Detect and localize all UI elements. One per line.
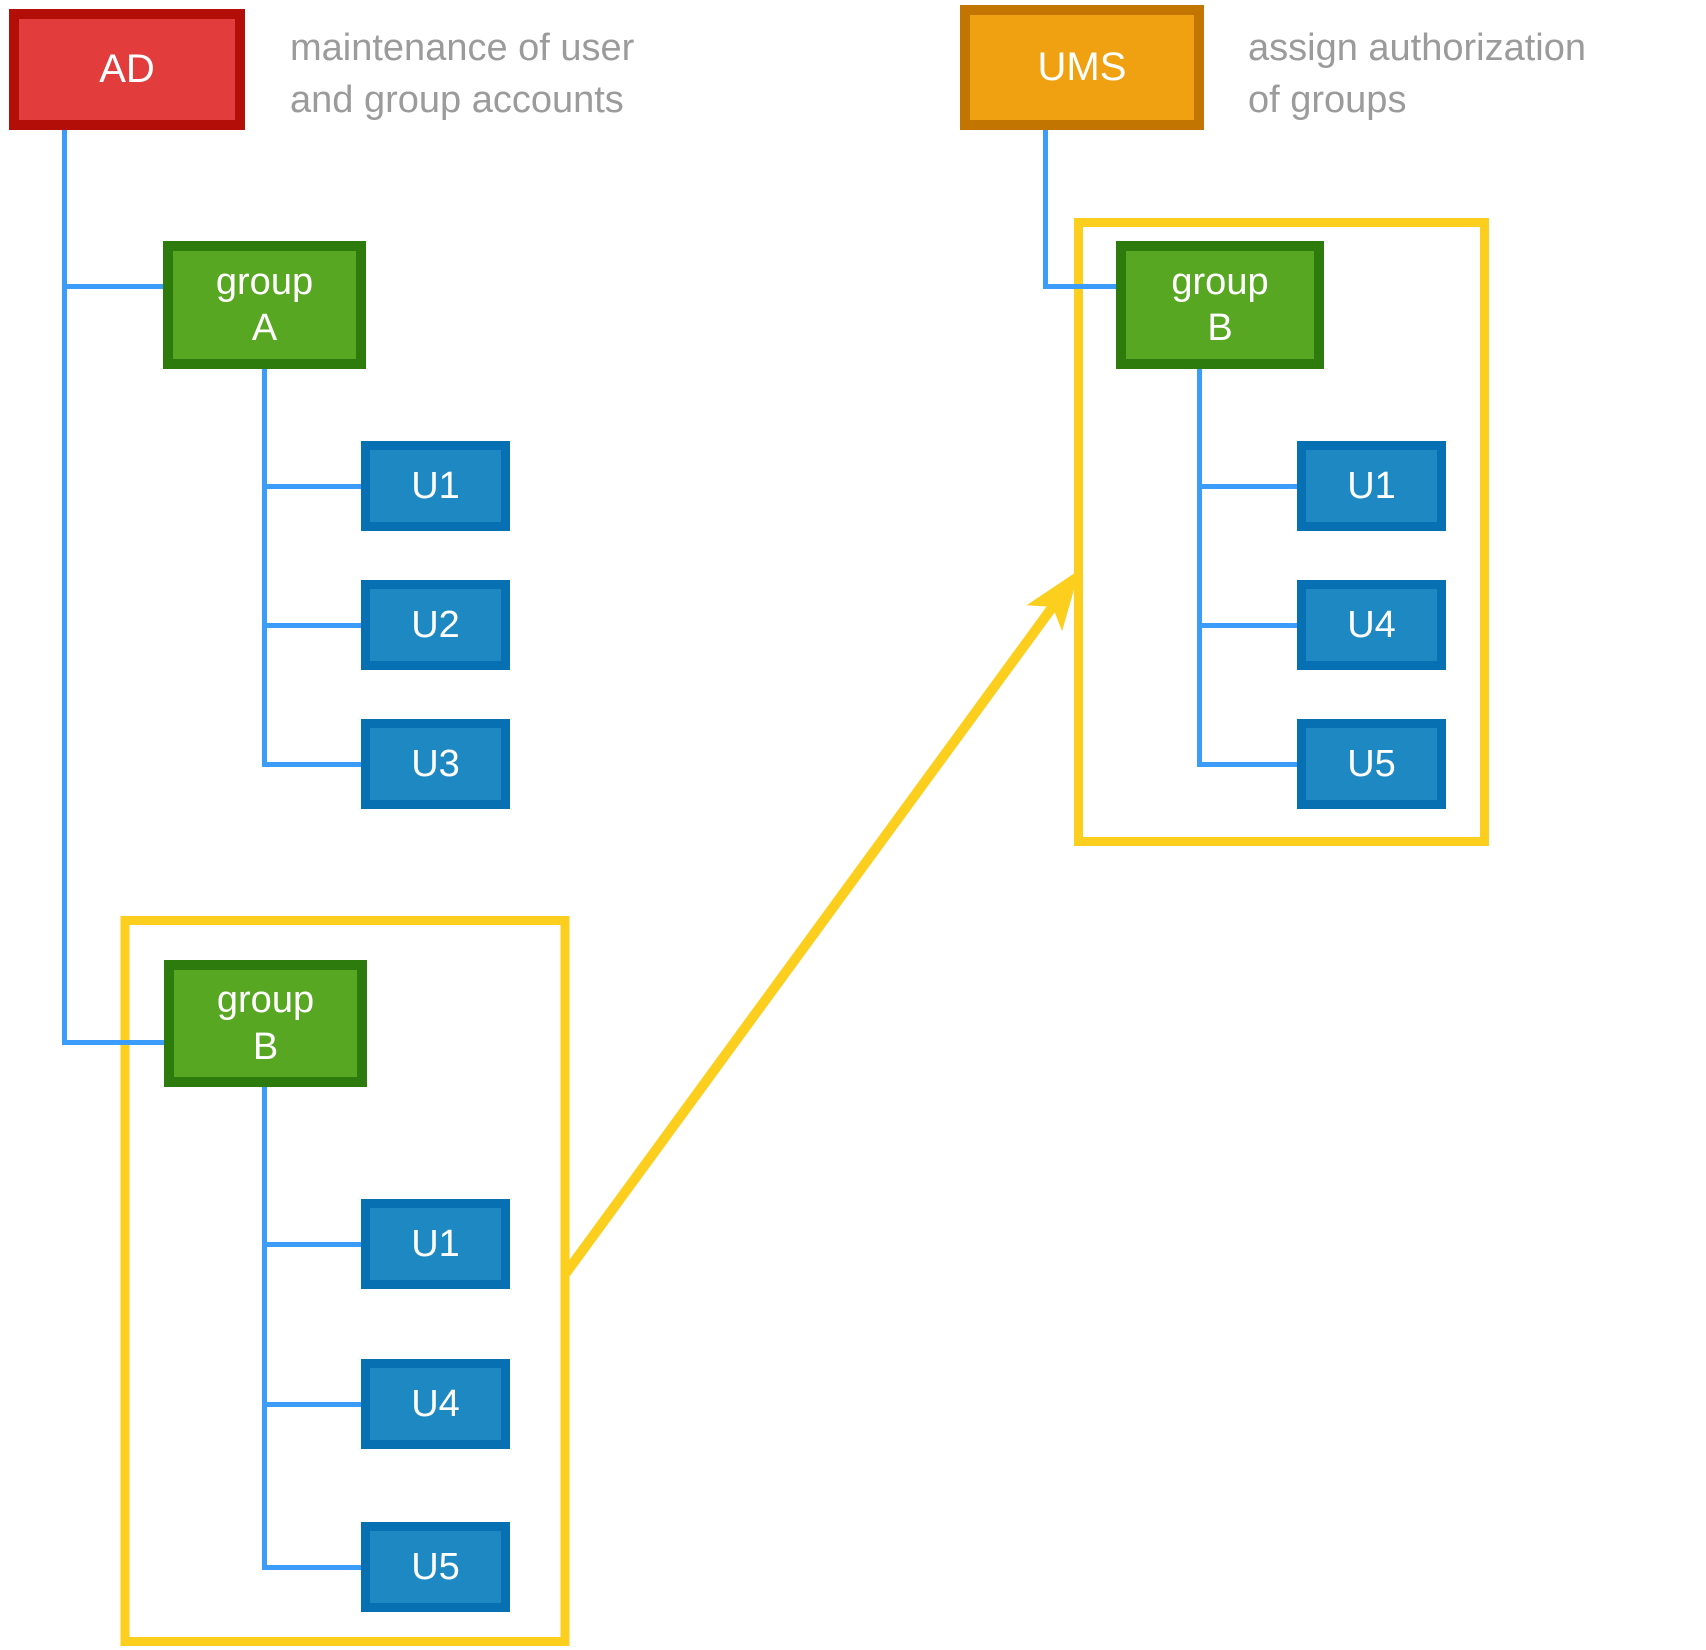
ad-group-b-user-2: U4 [361,1359,510,1449]
user-label: U4 [411,1382,460,1425]
user-label: U5 [411,1545,460,1588]
ums-label: UMS [1037,45,1127,89]
user-label: U4 [1347,603,1396,646]
ums-group-b-box: group B [1116,241,1324,369]
ums-caption-line1: assign authorization [1248,27,1586,69]
ad-caption: maintenance of user and group accounts [290,22,634,127]
ums-caption-line2: of groups [1248,79,1407,122]
ums-group-b-label-line1: group [1171,260,1269,303]
user-label: U1 [411,1222,460,1265]
connector-ad-to-groups [62,130,164,1045]
ums-group-b-frame [1074,218,1489,846]
ad-caption-line2: and group accounts [290,79,624,122]
ad-group-b-user-1: U1 [361,1199,510,1289]
ums-group-b-user-3: U5 [1297,719,1446,809]
connector-ums-group-b-users [1197,369,1298,767]
user-label: U3 [411,742,460,785]
ums-group-b-user-1: U1 [1297,441,1446,531]
user-label: U2 [411,603,460,646]
group-sync-arrow [561,569,1080,1276]
ums-caption: assign authorization of groups [1248,22,1586,127]
group-a-label-line2: A [251,307,278,349]
user-label: U1 [1347,464,1396,507]
ums-group-b-user-2: U4 [1297,580,1446,670]
ad-label: AD [99,47,155,91]
ums-box: UMS [960,5,1204,130]
group-b-label-line2: B [252,1025,279,1068]
connector-group-a-users [262,369,362,767]
ad-box: AD [9,9,245,130]
ad-caption-line1: maintenance of user [290,27,635,69]
connector-ad-group-b-users [262,1087,362,1570]
user-label: U1 [411,464,460,507]
ad-group-a-user-3: U3 [361,719,510,809]
ad-group-b-frame [120,916,570,1646]
ad-group-a-box: group A [163,241,366,369]
group-a-label-line1: group [215,260,314,303]
ums-group-b-label-line2: B [1207,307,1233,349]
ad-group-a-user-2: U2 [361,580,510,670]
user-label: U5 [1347,742,1396,785]
connector-ums-to-group-b [1043,130,1116,289]
group-b-label-line1: group [216,979,315,1022]
ad-group-b-user-3: U5 [361,1522,510,1612]
ad-group-b-box: group B [164,960,367,1087]
ad-group-a-user-1: U1 [361,441,510,531]
